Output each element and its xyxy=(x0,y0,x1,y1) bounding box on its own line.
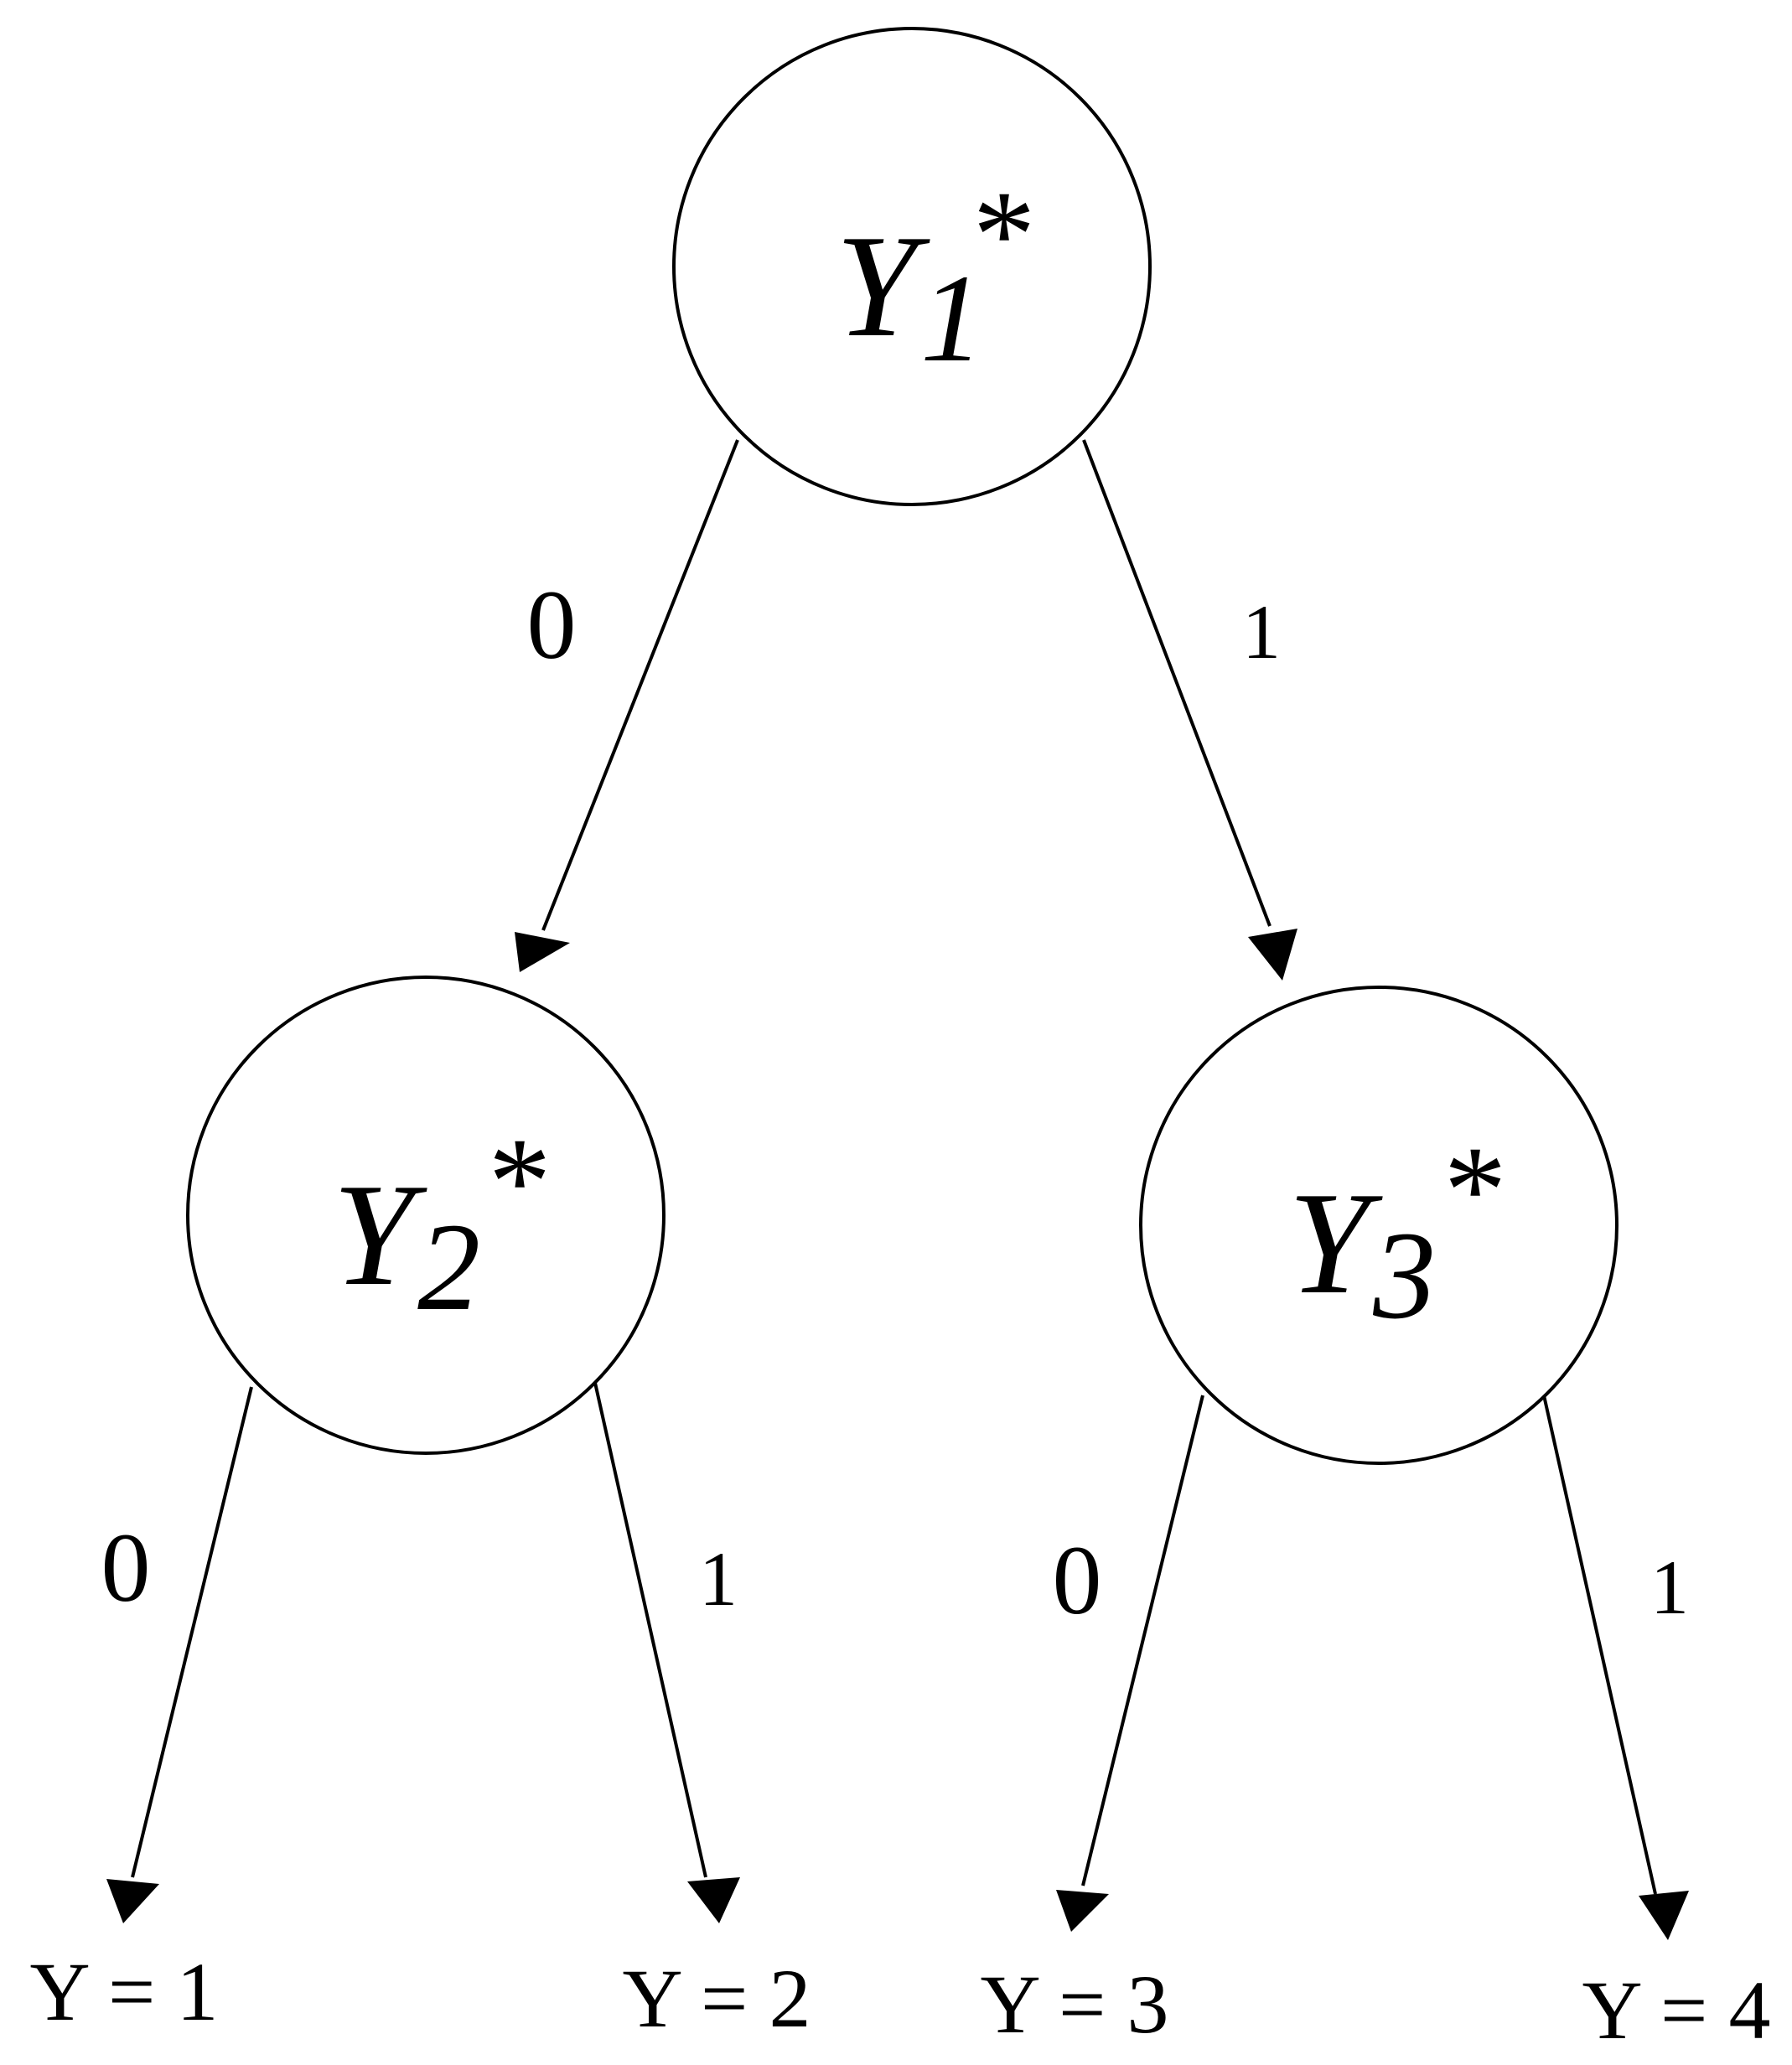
node-y1-circle xyxy=(672,27,1152,506)
node-y1-sub: 1 xyxy=(920,249,983,388)
leaf-label-3: Y = 3 xyxy=(981,1958,1169,2051)
node-y1-star: * xyxy=(973,165,1036,304)
node-y2-label: Y 2 xyxy=(333,1153,480,1337)
leaf-label-2: Y = 2 xyxy=(623,1952,811,2045)
leaf-label-4: Y = 4 xyxy=(1582,1964,1771,2057)
node-y2-star: * xyxy=(489,1112,552,1251)
edge-label-y2-leaf2: 1 xyxy=(699,1536,738,1622)
edge-label-y1-y2: 0 xyxy=(527,570,577,680)
edge-y3-leaf3 xyxy=(1056,1395,1204,1932)
node-y2-sub: 2 xyxy=(417,1198,480,1337)
node-y3-sub: 3 xyxy=(1372,1206,1436,1345)
edge-label-y2-leaf1: 0 xyxy=(101,1513,151,1622)
node-y2: Y 2 * xyxy=(186,976,666,1455)
node-y3-circle xyxy=(1139,986,1618,1465)
node-y3: Y 3 * xyxy=(1139,986,1618,1465)
edge-y2-leaf1 xyxy=(106,1386,253,1923)
node-y2-var: Y xyxy=(333,1153,427,1316)
node-y3-label: Y 3 xyxy=(1288,1162,1436,1345)
leaf-label-1: Y = 1 xyxy=(30,1945,219,2038)
edge-y1-y2 xyxy=(515,439,739,972)
node-y1: Y 1 * xyxy=(672,27,1152,506)
node-y1-var: Y xyxy=(836,204,930,367)
node-y2-circle xyxy=(186,976,666,1455)
edge-y3-leaf4 xyxy=(1542,1395,1689,1940)
node-y3-var: Y xyxy=(1288,1162,1383,1324)
edge-label-y1-y3: 1 xyxy=(1242,589,1281,675)
edge-y1-y3 xyxy=(1082,439,1297,981)
node-y1-label: Y 1 xyxy=(836,204,983,388)
edge-label-y3-leaf4: 1 xyxy=(1650,1545,1689,1630)
node-y3-star: * xyxy=(1444,1120,1507,1260)
edge-label-y3-leaf3: 0 xyxy=(1053,1525,1102,1635)
edge-y2-leaf2 xyxy=(593,1382,740,1923)
